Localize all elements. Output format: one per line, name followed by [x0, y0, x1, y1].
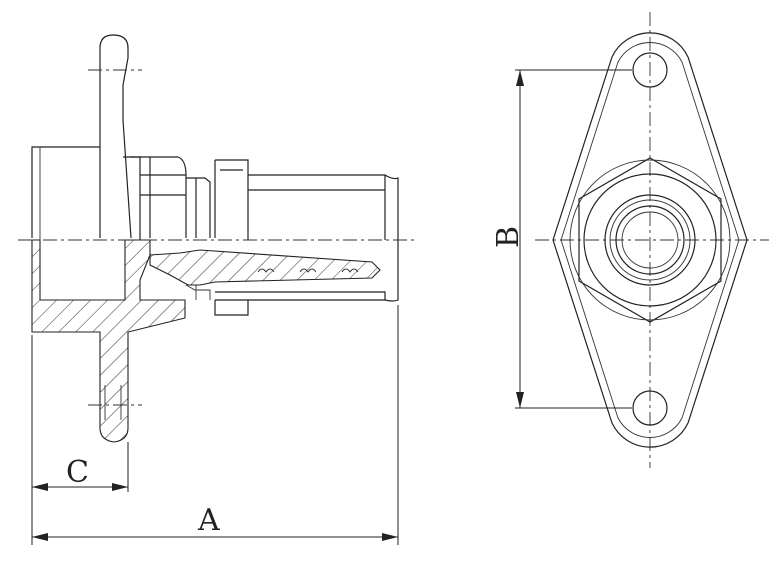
diamond-flange-inner — [560, 42, 740, 438]
sleeve-mid-circle — [609, 199, 691, 281]
upper-flange-ear — [99, 34, 132, 239]
dimension-b-label: B — [491, 226, 526, 248]
pipe-sleeve-lower — [214, 240, 399, 316]
bottom-mounting-hole — [632, 390, 668, 426]
hex-chamfer-circle — [569, 159, 731, 321]
hex-nut-upper — [130, 156, 187, 238]
sleeve-ring — [214, 159, 249, 240]
insert-section-hatched — [149, 249, 381, 286]
sleeve-outer-circle — [604, 194, 696, 286]
dimension-lines-side: C A — [31, 305, 399, 545]
body-section-hatched — [31, 239, 186, 443]
dimension-a-label: A — [197, 503, 220, 538]
pipe-sleeve-upper — [248, 174, 399, 240]
pipe-inner-circle — [621, 211, 679, 269]
side-section-view — [18, 34, 418, 443]
lower-ear-hole — [104, 385, 122, 420]
crimp-detail — [185, 284, 211, 300]
front-view — [535, 12, 769, 468]
collar-upper — [186, 177, 211, 238]
hex-outline — [578, 157, 722, 323]
top-mounting-hole — [632, 52, 668, 88]
diamond-flange-outline — [552, 32, 748, 448]
pipe-outer-circle — [615, 205, 685, 275]
dimension-c-label: C — [66, 455, 89, 490]
o-ring-grooves — [257, 268, 359, 273]
dimension-lines-front: B — [491, 69, 632, 409]
collar-circle — [583, 173, 717, 307]
body-outline-upper — [31, 146, 141, 240]
